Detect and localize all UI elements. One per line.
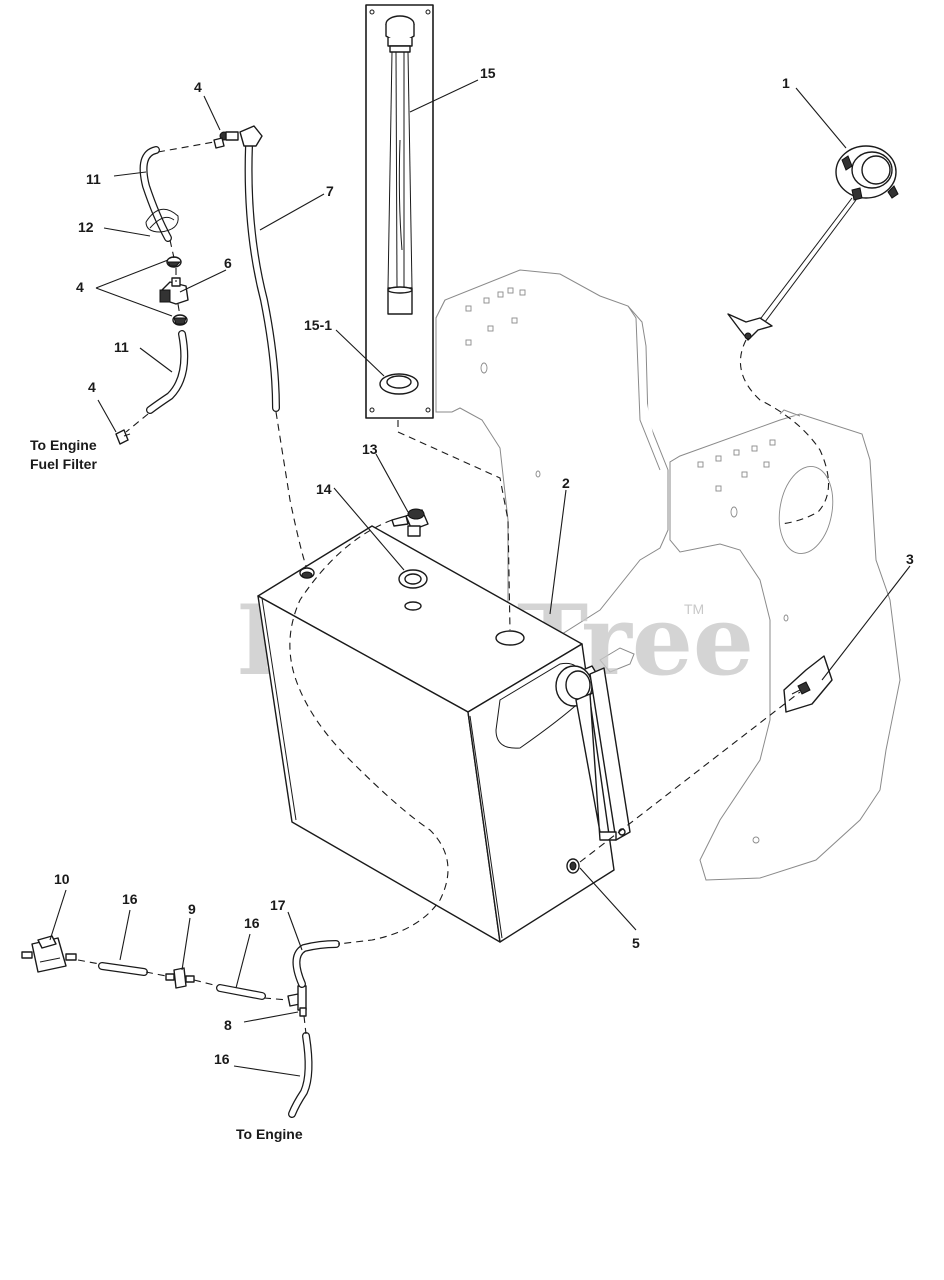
callout-4-mid: 4 — [76, 279, 84, 295]
callout-17: 17 — [270, 897, 286, 913]
fitting-9 — [165, 967, 195, 989]
note-fuel-filter-line1: To Engine — [30, 437, 97, 453]
hose-11-lower — [146, 330, 189, 414]
hose-17 — [292, 940, 340, 988]
routing-notes: To Engine Fuel Filter To Engine — [30, 437, 303, 1142]
callout-8: 8 — [224, 1017, 232, 1033]
clamp-4-bottom — [115, 429, 131, 445]
upper-plate-holes — [465, 287, 541, 478]
gasket-15-1 — [379, 373, 419, 395]
fuel-tank — [257, 525, 615, 943]
fuel-cap-1 — [727, 145, 899, 341]
callout-4-top: 4 — [194, 79, 202, 95]
clamp-4-top — [213, 137, 225, 149]
callout-4-bottom: 4 — [88, 379, 96, 395]
note-to-engine: To Engine — [236, 1126, 303, 1142]
watermark-tm: TM — [684, 601, 704, 617]
clamp-4-mid-upper — [166, 256, 182, 268]
callout-14: 14 — [316, 481, 332, 497]
callout-15-1: 15-1 — [304, 317, 332, 333]
hose-16-lower — [288, 1032, 313, 1118]
hose-11-upper — [139, 146, 172, 242]
tee-fitting-8 — [287, 985, 307, 1017]
elbow-fitting — [219, 125, 263, 147]
note-fuel-filter-line2: Fuel Filter — [30, 456, 97, 472]
lower-plate-holes — [697, 439, 789, 844]
hardware-3 — [783, 655, 833, 713]
callout-11-upper: 11 — [86, 171, 101, 187]
callout-2: 2 — [562, 475, 570, 491]
clamp-4-mid-lower — [172, 314, 188, 326]
callout-13: 13 — [362, 441, 378, 457]
fuel-gauge-box — [365, 4, 434, 419]
callout-16-left: 16 — [122, 891, 138, 907]
callout-5: 5 — [632, 935, 640, 951]
fuel-gauge-15 — [385, 15, 415, 315]
callout-9: 9 — [188, 901, 196, 917]
grommet-14 — [398, 569, 428, 611]
shutoff-valve-6 — [159, 277, 189, 305]
nut-5 — [566, 858, 580, 874]
callout-12: 12 — [78, 219, 94, 235]
chassis-frame — [435, 269, 901, 881]
hose-7 — [244, 142, 280, 412]
hose-16-middle — [216, 984, 266, 1000]
callout-7: 7 — [326, 183, 334, 199]
hose-16-left — [98, 962, 148, 976]
callout-1: 1 — [782, 75, 790, 91]
callout-labels: 1 2 3 4 4 4 5 6 7 8 9 10 11 11 12 13 14 … — [54, 65, 914, 1067]
callout-15: 15 — [480, 65, 496, 81]
callout-11-lower: 11 — [114, 339, 129, 355]
fuel-filter-10 — [21, 935, 77, 973]
callout-16-middle: 16 — [244, 915, 260, 931]
callout-3: 3 — [906, 551, 914, 567]
callout-10: 10 — [54, 871, 70, 887]
tank-bracket — [575, 667, 631, 841]
fuel-valve-13 — [391, 508, 429, 537]
callout-16-lower: 16 — [214, 1051, 230, 1067]
leader-lines — [49, 79, 911, 1077]
callout-6: 6 — [224, 255, 232, 271]
assembly-lines — [77, 141, 830, 1035]
clip-12 — [145, 208, 179, 233]
